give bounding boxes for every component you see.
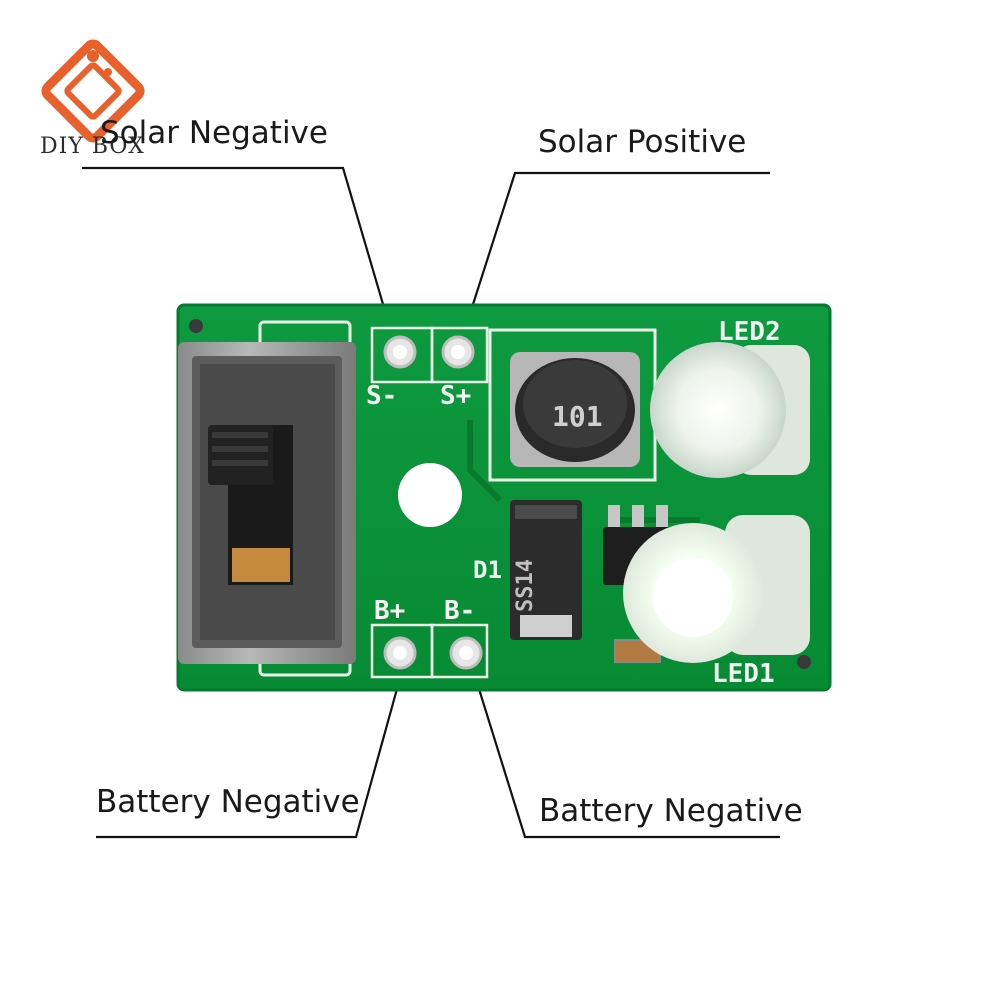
diode [510, 500, 582, 640]
label-d1: D1 [473, 556, 502, 584]
label-b-plus: B+ [374, 596, 405, 626]
battery-left-leader [96, 659, 407, 839]
label-led2: LED2 [718, 317, 781, 347]
inductor [510, 352, 640, 467]
battery-negative-right-label: Battery Negative [539, 793, 803, 829]
solar-positive-leader [458, 171, 770, 346]
slide-switch [178, 342, 356, 664]
label-s-minus: S- [366, 381, 397, 411]
diode-marking: SS14 [513, 559, 538, 612]
led2 [650, 342, 810, 478]
solar-negative-leader [82, 166, 397, 346]
callout-lines [82, 166, 780, 839]
brand-name: DIY BOX [40, 134, 145, 159]
solar-positive-label: Solar Positive [538, 124, 747, 160]
solar-negative-label: Solar Negative [100, 115, 328, 151]
mounting-hole [398, 463, 462, 527]
battery-right-leader [468, 659, 780, 839]
circuit-logo-icon [41, 39, 145, 143]
led1 [623, 515, 810, 663]
label-s-plus: S+ [440, 381, 471, 411]
inductor-marking: 101 [552, 400, 603, 433]
label-led1: LED1 [712, 659, 775, 689]
battery-negative-left-label: Battery Negative [96, 784, 360, 820]
label-b-minus: B- [444, 596, 475, 626]
switch-knob [208, 425, 273, 485]
